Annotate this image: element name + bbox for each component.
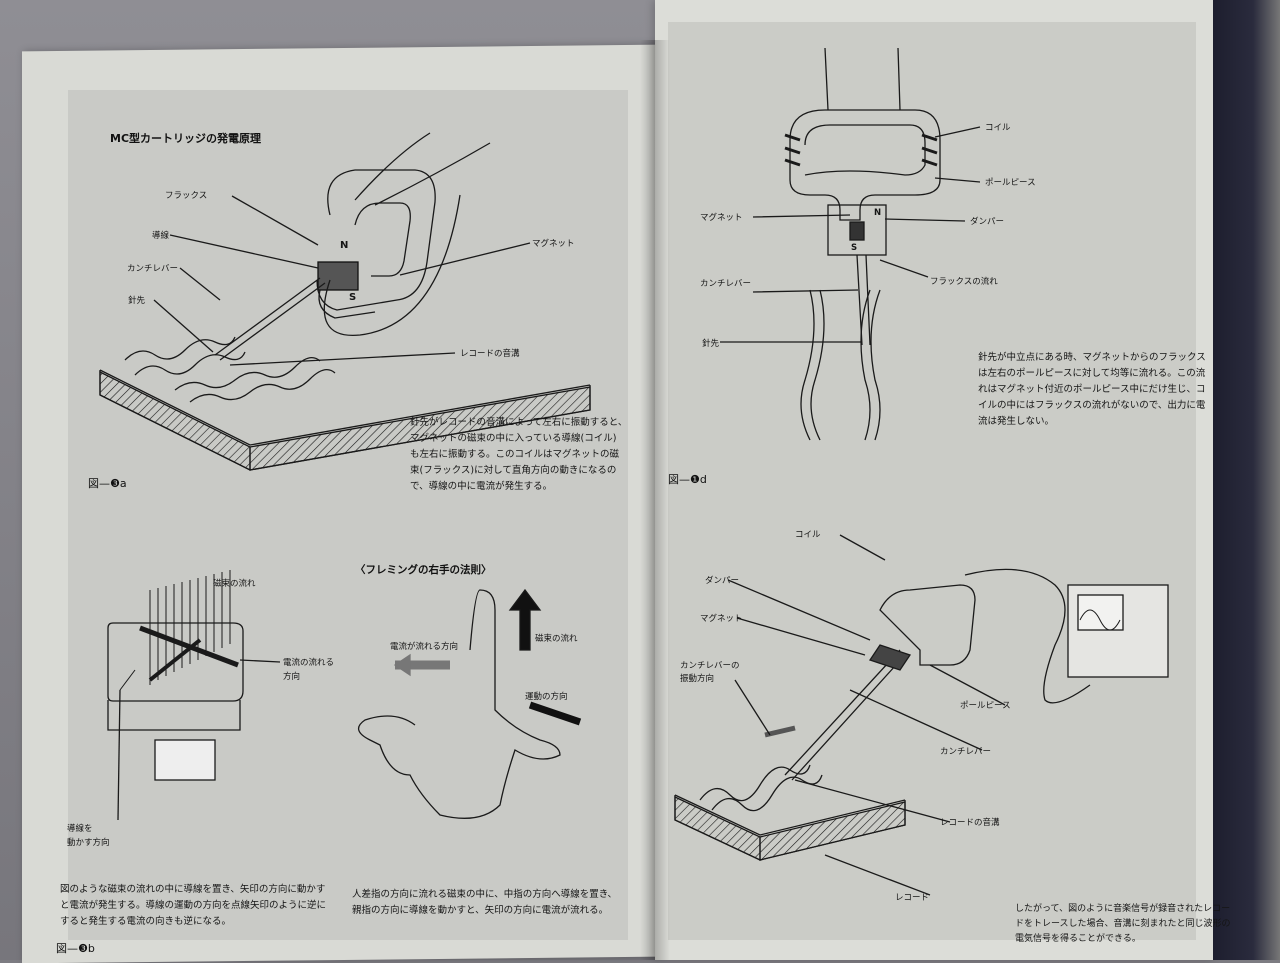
label-current-direction: 電流の流れる 方向 <box>283 658 335 682</box>
label-coil-e: コイル <box>795 530 821 540</box>
section-title: MC型カートリッジの発電原理 <box>110 132 262 145</box>
fig-1d-label: 図—❶d <box>668 473 707 486</box>
fig-3a-label: 図—❸a <box>88 477 127 490</box>
fig-3b-flux-drawing <box>107 570 281 821</box>
fleming-hand-drawing <box>358 588 582 819</box>
label-cantilever-d: カンチレバー <box>700 279 752 289</box>
fleming-title: 〈フレミングの右手の法則〉 <box>355 564 492 576</box>
label-flux-flow-d: フラックスの流れ <box>930 277 998 287</box>
fig-3a-cartridge-drawing <box>99 132 591 472</box>
label-n-pole-d: N <box>874 208 882 218</box>
label-flux: フラックス <box>165 191 208 201</box>
right-page-panel <box>668 22 1196 940</box>
label-groove-e: レコードの音溝 <box>940 818 1000 828</box>
fig-3b-caption-left: 図のような磁束の流れの中に導線を置き、矢印の方向に動かす と電流が発生する。導線… <box>60 884 327 927</box>
label-stylus-d: 針先 <box>702 339 720 349</box>
label-fleming-motion: 運動の方向 <box>525 692 568 702</box>
label-groove: レコードの音溝 <box>460 349 520 359</box>
fig-1d-caption: 針先が中立点にある時、マグネットからのフラックス は左右のポールピースに対して均… <box>978 352 1206 427</box>
fig-1e-caption: したがって、図のように音楽信号が録音されたレコー ドをトレースした場合、音溝に刻… <box>1015 904 1231 944</box>
book-spine-shadow <box>640 40 670 960</box>
label-damper-e: ダンパー <box>705 576 740 586</box>
label-pole-piece-e: ポールピース <box>960 701 1011 711</box>
label-cantilever-vibration: カンチレバーの 振動方向 <box>680 661 740 684</box>
fig-3a-caption: 針先がレコードの音溝によって左右に振動すると、 マグネットの磁束の中に入っている… <box>410 417 628 492</box>
book-cover-edge <box>1213 0 1280 960</box>
label-stylus: 針先 <box>128 296 146 306</box>
label-s-pole: S <box>349 292 357 303</box>
label-record: レコード <box>895 893 930 903</box>
fig-1d-coil-drawing <box>720 47 981 441</box>
fig-3b-label: 図—❸b <box>56 942 95 955</box>
label-cantilever: カンチレバー <box>127 264 179 274</box>
label-s-pole-d: S <box>851 243 858 253</box>
label-n-pole: N <box>340 240 349 251</box>
fig-3b-caption-right: 人差指の方向に流れる磁束の中に、中指の方向へ導線を置き、 親指の方向に導線を動か… <box>352 889 618 916</box>
label-pole-piece: ポールピース <box>985 178 1036 188</box>
label-fleming-current: 電流が流れる方向 <box>390 642 459 652</box>
label-move-wire-direction: 導線を 動かす方向 <box>67 824 110 848</box>
label-magnet: マグネット <box>532 239 575 249</box>
label-coil: コイル <box>985 123 1011 133</box>
label-magnet-d: マグネット <box>700 213 743 223</box>
label-fleming-flux: 磁束の流れ <box>535 634 578 644</box>
label-flux-flow: 磁束の流れ <box>213 579 256 589</box>
label-damper: ダンパー <box>970 217 1005 227</box>
label-magnet-e: マグネット <box>700 614 743 624</box>
label-cantilever-e: カンチレバー <box>940 747 992 757</box>
fig-1e-tracing-drawing <box>674 534 1169 896</box>
label-wire: 導線 <box>152 231 170 241</box>
left-page-panel <box>68 90 628 940</box>
